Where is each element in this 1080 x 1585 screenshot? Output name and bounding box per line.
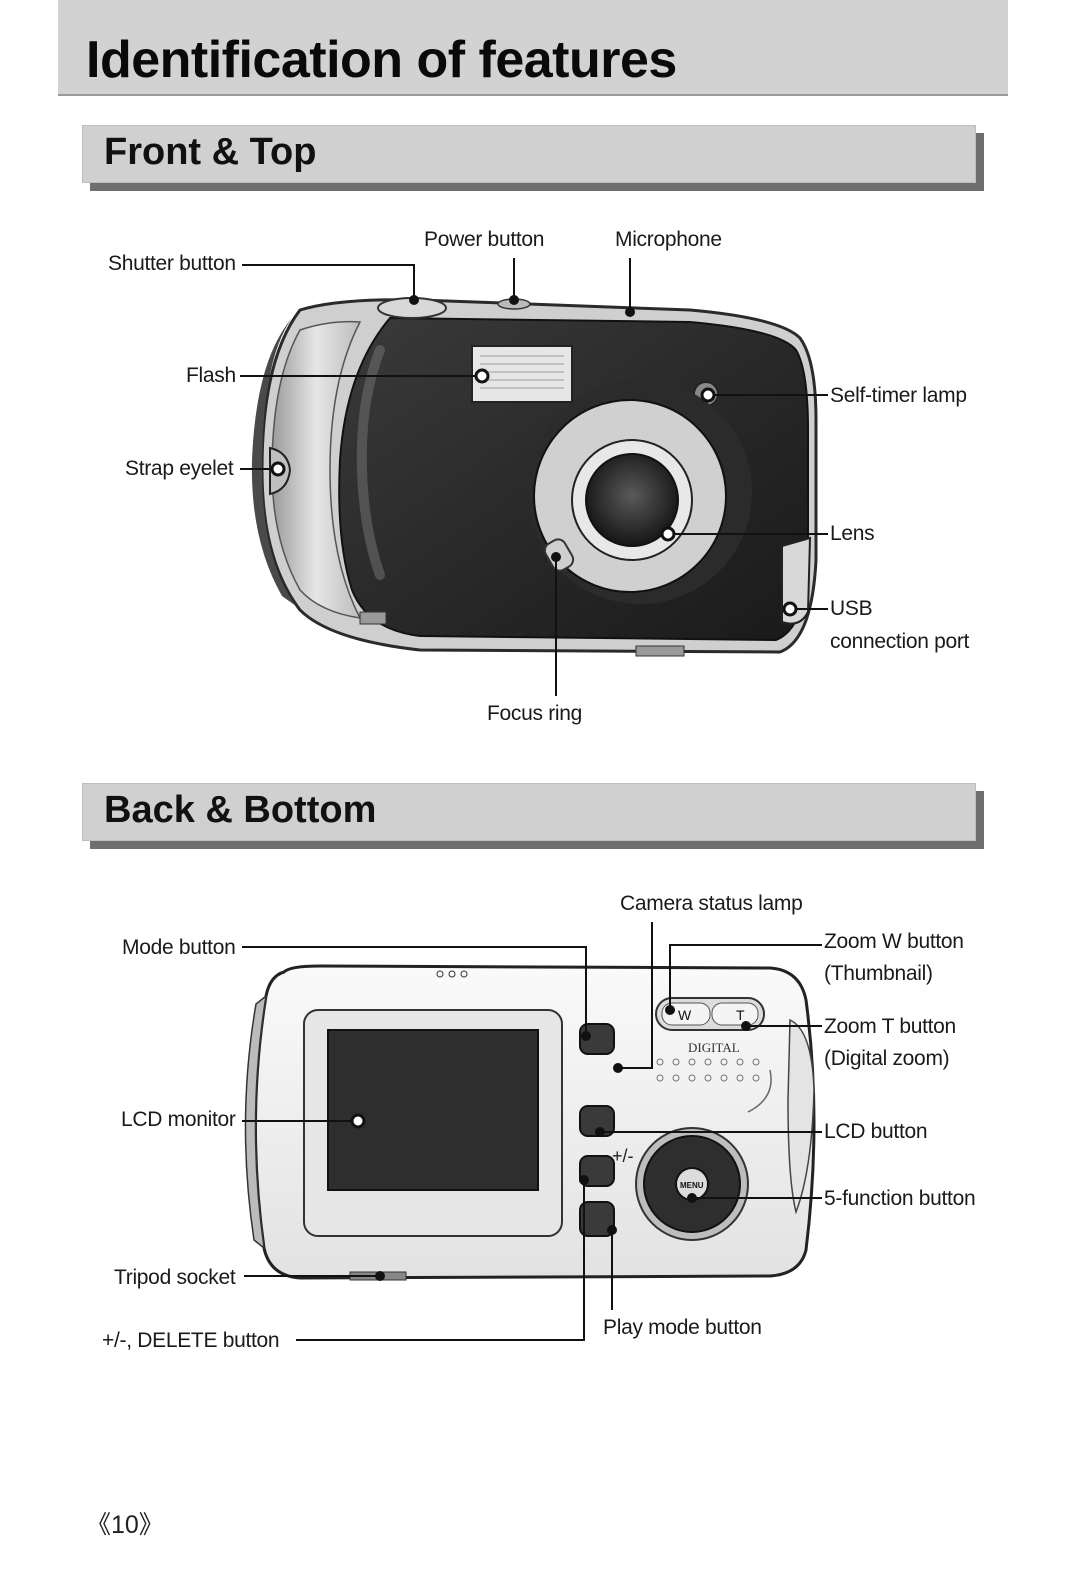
section-heading-back-bottom: Back & Bottom: [82, 783, 984, 849]
label-power-button: Power button: [424, 228, 545, 251]
label-flash: Flash: [186, 364, 236, 387]
page-title: Identification of features: [86, 31, 677, 89]
label-usb: USB: [830, 597, 873, 620]
zoom-w-marking: W: [678, 1007, 692, 1023]
label-strap-eyelet: Strap eyelet: [125, 457, 234, 480]
label-delete-button: +/-, DELETE button: [102, 1329, 280, 1352]
section-heading-front-top: Front & Top: [82, 125, 984, 191]
label-focus-ring: Focus ring: [487, 702, 583, 725]
label-zoom-w-button: Zoom W button: [824, 930, 964, 953]
back-callout-dots: [350, 1005, 751, 1281]
label-lens: Lens: [830, 522, 875, 545]
back-leader-lines: [242, 922, 822, 1341]
plus-minus-marking: +/-: [612, 1146, 634, 1166]
label-self-timer-lamp: Self-timer lamp: [830, 384, 967, 407]
front-leader-lines: [240, 258, 828, 696]
label-tripod-socket: Tripod socket: [114, 1266, 236, 1289]
label-usb-connection-port: connection port: [830, 630, 970, 653]
label-camera-status-lamp: Camera status lamp: [620, 892, 803, 915]
label-5-function-button: 5-function button: [824, 1187, 976, 1210]
label-zoom-t-digital-zoom: (Digital zoom): [824, 1047, 950, 1070]
label-zoom-t-button: Zoom T button: [824, 1015, 956, 1038]
back-bottom-heading: Back & Bottom: [104, 789, 377, 831]
menu-marking: MENU: [680, 1181, 704, 1190]
label-play-mode-button: Play mode button: [603, 1316, 762, 1339]
camera-back-illustration: W T DIGITAL MENU +/-: [244, 964, 816, 1281]
digital-marking: DIGITAL: [688, 1040, 740, 1055]
label-mode-button: Mode button: [122, 936, 236, 959]
label-lcd-monitor: LCD monitor: [121, 1108, 236, 1131]
label-microphone: Microphone: [615, 228, 722, 251]
label-lcd-button: LCD button: [824, 1120, 928, 1143]
zoom-t-marking: T: [736, 1007, 745, 1023]
camera-front-illustration: [251, 297, 818, 657]
front-callout-dots: [270, 295, 798, 617]
label-zoom-w-thumbnail: (Thumbnail): [824, 962, 933, 985]
front-top-heading: Front & Top: [104, 131, 317, 173]
page-number: 《10》: [86, 1511, 164, 1539]
label-shutter-button: Shutter button: [108, 252, 236, 275]
page-title-bar: Identification of features: [58, 0, 1008, 96]
